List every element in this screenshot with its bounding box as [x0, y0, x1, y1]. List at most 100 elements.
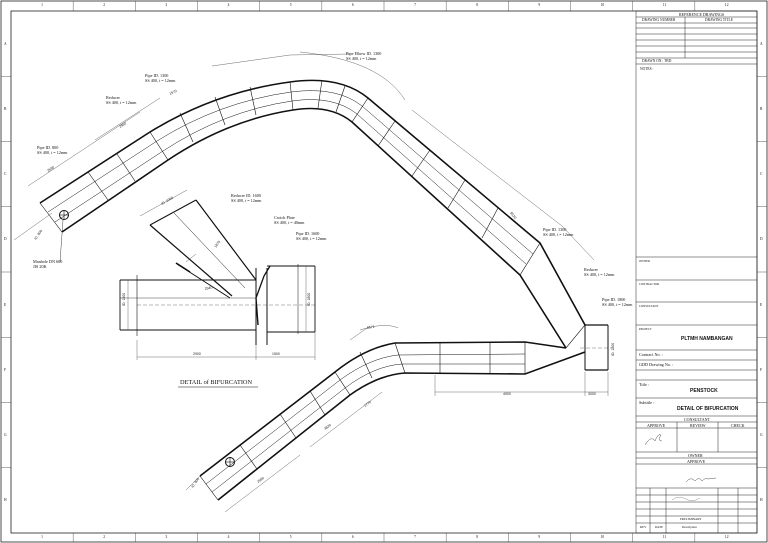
drawing-title: PENSTOCK — [690, 388, 718, 394]
callout-reducer-right: Reducer SS 400, t = 12mm — [584, 267, 614, 277]
grid-label-bottom-9: 9 — [538, 535, 541, 539]
grid-label-left-E: E — [4, 302, 7, 307]
title-label: Title : — [639, 382, 649, 387]
callout-pipe-800: Pipe ID. 800 SS 400, t = 12mm — [37, 145, 67, 155]
svg-text:8520: 8520 — [509, 211, 517, 220]
grid-label-left-C: C — [4, 172, 7, 177]
grid-label-right-H: H — [760, 498, 763, 503]
dim-4900: 4900 — [503, 392, 511, 396]
dim-3000: 3000 — [588, 392, 596, 396]
grid-label-right-E: E — [760, 302, 763, 307]
col-drawing-title: DRAWING TITLE — [705, 18, 733, 22]
callout-elbow: Pipe Elbow ID. 1300 SS 400, t = 12mm — [346, 51, 381, 61]
grid-label-bottom-3: 3 — [165, 535, 168, 539]
grid-label-top-7: 7 — [414, 3, 416, 7]
svg-text:ID. 1000: ID. 1000 — [161, 196, 175, 206]
grid-label-right-F: F — [760, 367, 762, 372]
svg-text:ID. 800: ID. 800 — [191, 477, 201, 489]
callout-line: SS 400, t = 12mm — [145, 78, 176, 83]
upper-dim-labels: 2960 2590 1570 8520 — [46, 89, 517, 220]
callout-line: SS 400, t = 12mm — [602, 302, 633, 307]
grid-label-bottom-10: 10 — [600, 535, 605, 539]
preliminary-stamp: PRELIMINARY — [680, 517, 702, 521]
grid-label-bottom-11: 11 — [662, 535, 667, 539]
lower-dim-labels: 3820 2590 1770 1571 4900 3000 ID. 1800 I… — [34, 229, 615, 489]
contract-no: Contract No. : — [639, 352, 663, 357]
description-label: Description — [682, 525, 697, 529]
grid-label-right-G: G — [760, 433, 763, 438]
svg-text:2960: 2960 — [118, 121, 127, 129]
grid-label-bottom-5: 5 — [289, 535, 292, 539]
callout-pipe-1800: Pipe ID. 1800 SS 400, t = 12mm — [602, 297, 632, 307]
svg-text:ID. 1800: ID. 1800 — [611, 343, 615, 356]
callout-manhole: Manhole DN 600 JIS 20K — [33, 259, 62, 269]
grid-label-top-6: 6 — [351, 3, 354, 7]
callout-line: SS 400, t = 12mm — [106, 100, 137, 105]
callout-line: Pipe ID. 1800 — [602, 297, 626, 302]
grid-label-left-G: G — [4, 433, 7, 438]
callout-line: Reducer — [584, 267, 598, 272]
callout-line: Reducer ID. 1600 — [231, 193, 261, 198]
grid-label-right-A: A — [760, 41, 763, 46]
callout-line: SS 400, t = 12mm — [296, 236, 327, 241]
grid-label-bottom-4: 4 — [227, 535, 230, 539]
grid-label-right-C: C — [760, 172, 763, 177]
svg-text:1875: 1875 — [214, 240, 222, 249]
callout-pipe-1300-upper: Pipe ID. 1300 SS 400, t = 12mm — [145, 73, 175, 83]
col-review: REVIEW — [690, 423, 706, 428]
callout-line: SS 400, t = 12mm — [346, 56, 377, 61]
grid-label-top-1: 1 — [41, 3, 43, 7]
subtitle-label: Subtitle : — [639, 400, 655, 405]
dim-1500: 1500 — [272, 352, 280, 356]
grid-label-top-5: 5 — [289, 3, 292, 7]
grid-label-left-F: F — [4, 367, 6, 372]
grid-label-bottom-2: 2 — [103, 535, 106, 539]
grid-label-left-A: A — [4, 41, 7, 46]
dim-2900: 2900 — [193, 352, 201, 356]
ref-drawings-header: REFERENCE DRAWINGS — [679, 12, 725, 17]
grid-label-top-2: 2 — [103, 3, 106, 7]
title-block — [635, 10, 758, 534]
svg-text:2590: 2590 — [256, 476, 265, 484]
grid-label-top-8: 8 — [476, 3, 479, 7]
callout-line: Reducer — [106, 95, 120, 100]
col-drawing-number: DRAWING NUMBER — [642, 18, 676, 22]
upper-penstock — [13, 51, 595, 349]
callout-line: Pipe ID. 1300 — [543, 227, 567, 232]
callout-pipe-1300-right: Pipe ID. 1300 SS 400, t = 12mm — [543, 227, 573, 237]
owner-section-label: OWNER — [639, 259, 650, 263]
callout-line: SS 400, t = 12mm — [543, 232, 574, 237]
grid-label-left-B: B — [4, 106, 7, 111]
drawing-subtitle: DETAIL OF BIFURCATION — [677, 406, 739, 412]
svg-text:1570: 1570 — [169, 89, 178, 96]
callout-line: SS 400, t = 12mm — [37, 150, 68, 155]
grid-label-right-D: D — [760, 237, 763, 242]
grid-label-bottom-6: 6 — [351, 535, 354, 539]
drawn-on: DRAWN ON : TBD — [642, 59, 672, 63]
svg-text:ID. 1300: ID. 1300 — [122, 293, 126, 306]
bifurcation-detail — [119, 189, 316, 360]
callout-line: Manhole DN 600 — [33, 259, 63, 264]
col-approve: APPROVE — [647, 423, 666, 428]
callout-line: JIS 20K — [33, 264, 47, 269]
contractor-section-label: CONTRACTOR — [639, 282, 660, 286]
notes-label: NOTES : — [640, 67, 654, 71]
grid-label-top-11: 11 — [662, 3, 667, 7]
callout-line: Crotch Plate — [274, 215, 295, 220]
grid-label-top-9: 9 — [538, 3, 541, 7]
project-name: PLTMH NAMBANGAN — [681, 336, 733, 342]
grid-label-bottom-8: 8 — [476, 535, 479, 539]
callout-line: SS 400, t = 40mm — [274, 220, 305, 225]
callout-line: Pipe ID. 1600 — [296, 231, 320, 236]
bifurcation-dim-labels: 2900 1500 ID. 1300 ID. 1800 ID. 1000 294… — [122, 196, 311, 356]
svg-text:ID. 1800: ID. 1800 — [307, 293, 311, 306]
callout-line: Pipe Elbow ID. 1300 — [346, 51, 382, 56]
detail-title: DETAIL of BIFURCATION — [180, 379, 253, 386]
date-label: DATE — [655, 525, 664, 529]
grid-label-bottom-12: 12 — [724, 535, 729, 539]
callout-crotch-plate: Crotch Plate SS 400, t = 40mm — [274, 215, 304, 225]
svg-text:ID. 800: ID. 800 — [34, 229, 44, 241]
